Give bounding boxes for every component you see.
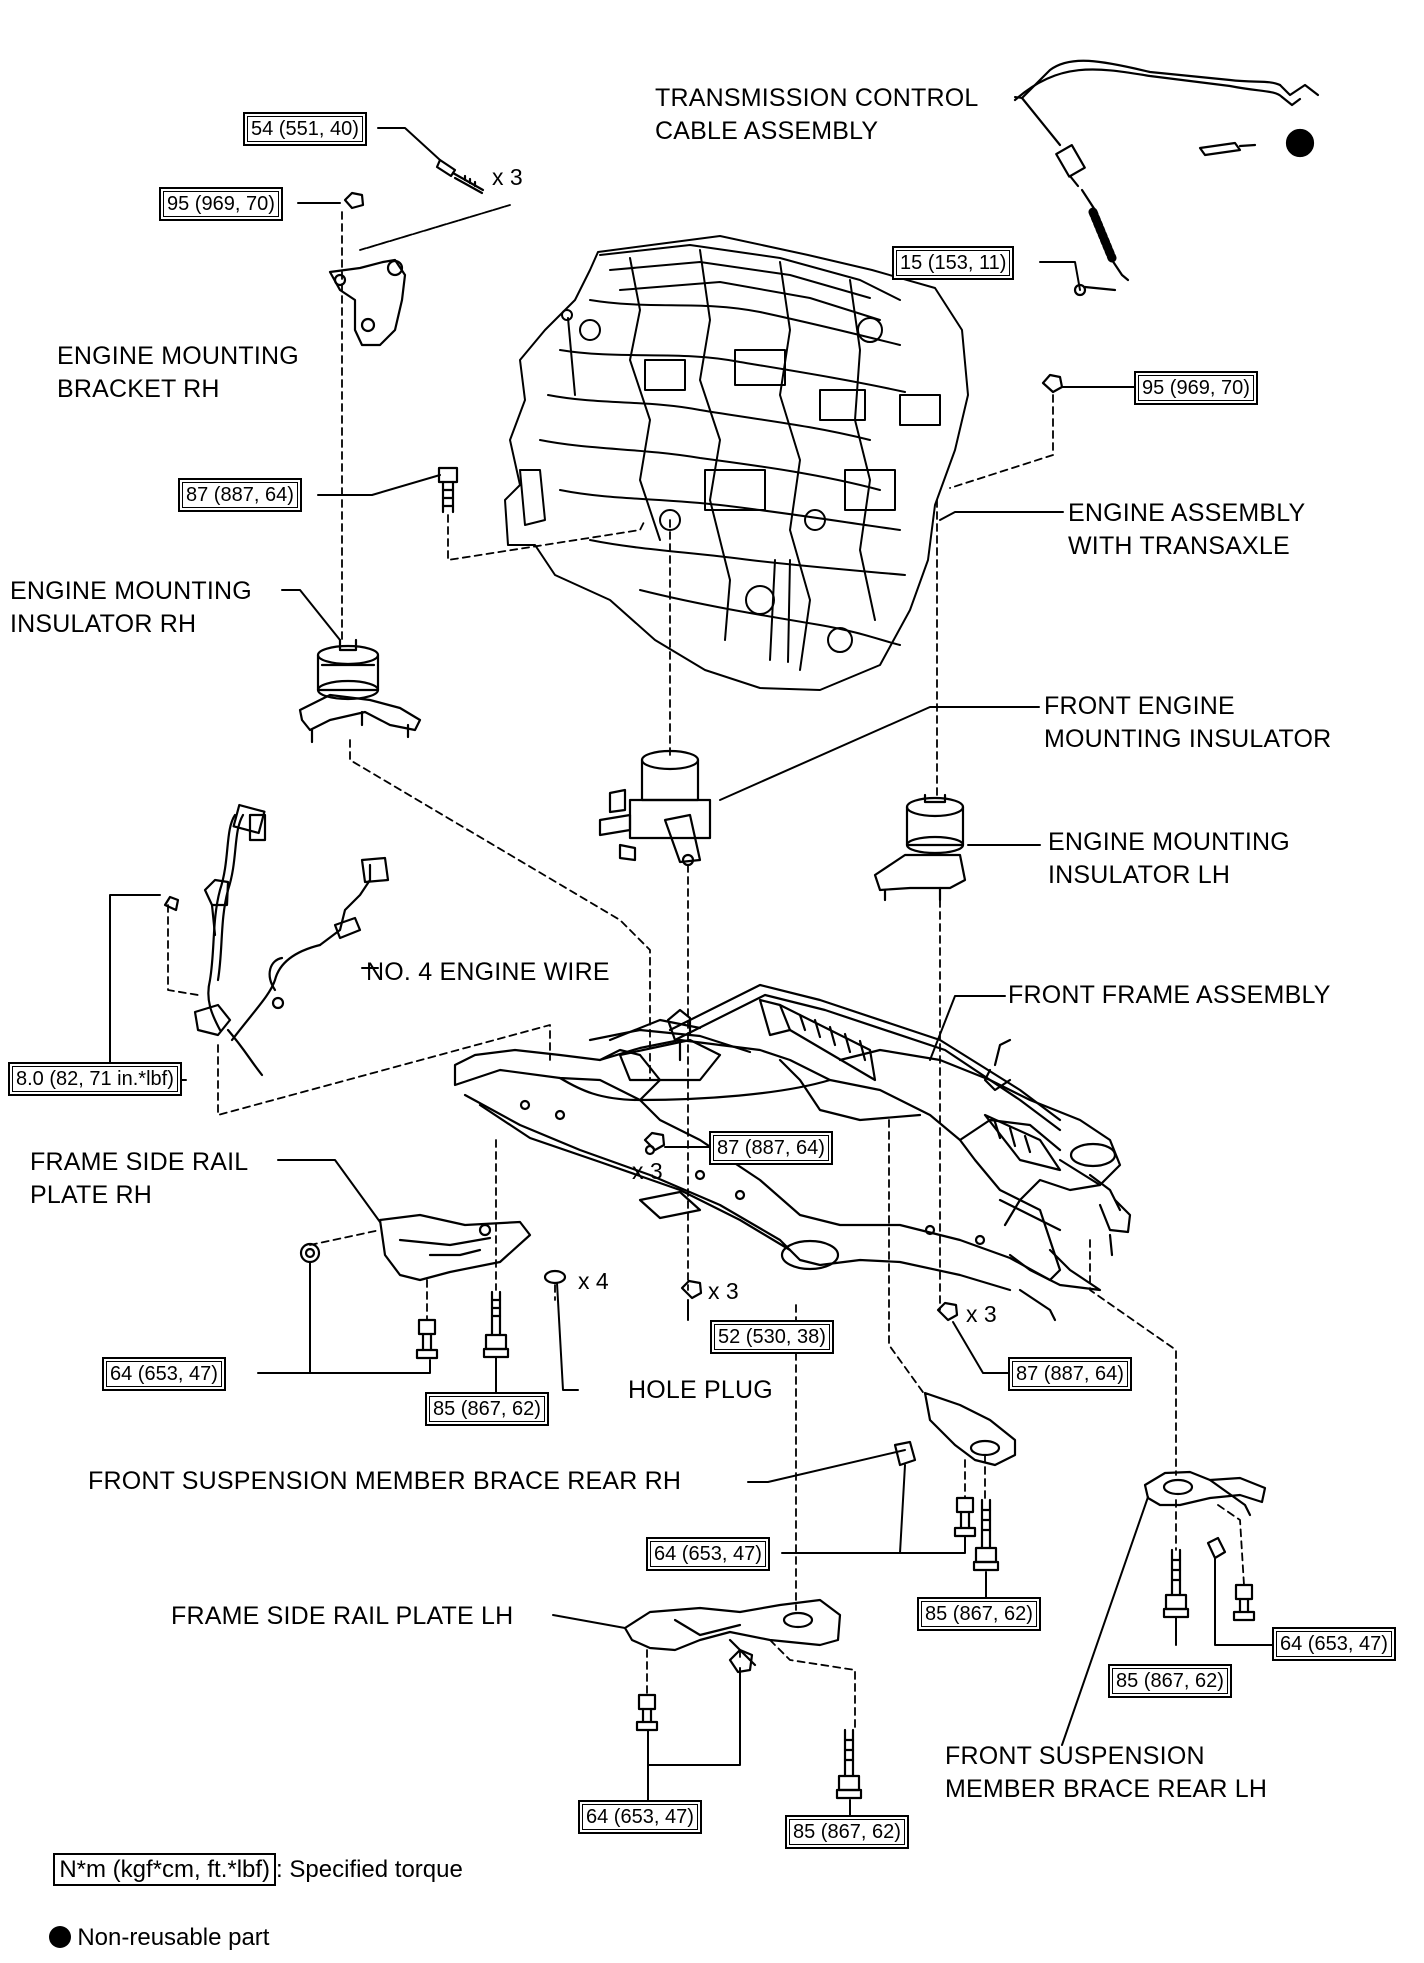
nut-95-lh-drawing [1041,373,1064,394]
torque-value: 87 (887, 64) [1016,1363,1124,1385]
label-hole-plug: HOLE PLUG [628,1376,773,1404]
engine-assembly-drawing [504,235,969,691]
torque-value: 85 (867, 62) [925,1603,1033,1625]
label-front-suspension-member-brace-rear-lh: FRONT SUSPENSION MEMBER BRACE REAR LH [945,1742,1268,1803]
hole-plug-drawing [543,1269,567,1285]
torque-value: 15 (153, 11) [900,252,1007,274]
non-reusable-dot-icon [49,1926,72,1948]
torque-value: 64 (653, 47) [654,1543,762,1565]
front-insulator-drawing [598,749,712,867]
bracket-rh-drawing [328,191,407,347]
torque-value: 95 (969, 70) [167,193,275,215]
torque-spec-52: 52 (530, 38) [710,1320,834,1354]
engine-wire-drawing [163,803,390,1077]
torque-value: 8.0 (82, 71 in.*lbf) [16,1068,174,1090]
torque-spec-64-brace-lh: 64 (653, 47) [1272,1627,1396,1661]
torque-value: 85 (867, 62) [793,1821,901,1843]
insulator-rh-drawing [298,638,422,744]
torque-value: 64 (653, 47) [586,1806,694,1828]
rail-plate-rh-drawing [299,1213,532,1282]
quantity-nut-87-lh: x 3 [966,1301,997,1327]
label-no4-engine-wire: NO. 4 ENGINE WIRE [366,958,610,986]
torque-spec-64-brace-rh: 64 (653, 47) [646,1537,770,1571]
torque-value: 87 (887, 64) [717,1137,825,1159]
torque-spec-87-bolt: 87 (887, 64) [178,478,302,512]
bolts-rh-drawing [415,1290,510,1360]
torque-spec-95-rh: 95 (969, 70) [159,187,283,221]
torque-value: 85 (867, 62) [1116,1670,1224,1692]
label-front-suspension-member-brace-rear-rh: FRONT SUSPENSION MEMBER BRACE REAR RH [88,1467,682,1495]
torque-spec-95-lh: 95 (969, 70) [1134,371,1258,405]
label-engine-mounting-insulator-rh: ENGINE MOUNTING INSULATOR RH [10,577,252,638]
label-engine-mounting-bracket-rh: ENGINE MOUNTING BRACKET RH [57,342,299,403]
label-front-frame-assembly: FRONT FRAME ASSEMBLY [1008,981,1331,1009]
rail-plate-lh-drawing [623,1598,863,1800]
torque-spec-54: 54 (551, 40) [243,112,367,146]
torque-value: 54 (551, 40) [251,118,359,140]
torque-value: 87 (887, 64) [186,484,294,506]
torque-value: 64 (653, 47) [1280,1633,1388,1655]
brace-rear-lh-drawing [1143,1470,1267,1622]
leader-lines [109,96,1273,1816]
alignment-lines [167,204,1245,1731]
brace-rear-rh-drawing [893,1391,1017,1572]
torque-spec-85-rail-lh: 85 (867, 62) [785,1815,909,1849]
torque-spec-85-brace-rh: 85 (867, 62) [917,1597,1041,1631]
label-engine-mounting-insulator-lh: ENGINE MOUNTING INSULATOR LH [1048,828,1290,889]
torque-spec-87-frame: 87 (887, 64) [709,1131,833,1165]
torque-value: 85 (867, 62) [433,1398,541,1420]
legend-nonreusable-text: Non-reusable part [77,1924,270,1951]
quantity-nut-52: x 3 [708,1278,739,1304]
bolt-54-drawing [435,158,485,195]
frame-nuts-drawing [643,1131,959,1322]
quantity-frame-nut: x 3 [632,1158,663,1184]
torque-spec-85-rail-rh: 85 (867, 62) [425,1392,549,1426]
transmission-cable-drawing [1013,59,1320,297]
torque-spec-85-brace-lh: 85 (867, 62) [1108,1664,1232,1698]
bolt-87-top-drawing [437,466,459,514]
label-engine-assembly-with-transaxle: ENGINE ASSEMBLY WITH TRANSAXLE [1068,499,1306,560]
torque-spec-64-rail-rh: 64 (653, 47) [102,1357,226,1391]
torque-value: 64 (653, 47) [110,1363,218,1385]
torque-spec-15: 15 (153, 11) [892,246,1015,280]
legend-specified-torque: N*m (kgf*cm, ft.*lbf): Specified torque [40,1828,463,1886]
quantity-bolt-54: x 3 [492,164,523,190]
insulator-lh-drawing [873,793,967,902]
legend-non-reusable: Non-reusable part [36,1896,269,1952]
label-frame-side-rail-plate-lh: FRAME SIDE RAIL PLATE LH [171,1602,514,1630]
torque-spec-8-wire: 8.0 (82, 71 in.*lbf) [8,1062,182,1096]
torque-spec-87-lh-nut: 87 (887, 64) [1008,1357,1132,1391]
label-frame-side-rail-plate-rh: FRAME SIDE RAIL PLATE RH [30,1148,249,1209]
legend-torque-text: : Specified torque [276,1856,463,1883]
torque-spec-64-rail-lh: 64 (653, 47) [578,1800,702,1834]
torque-value: 95 (969, 70) [1142,377,1250,399]
label-transmission-control-cable: TRANSMISSION CONTROL CABLE ASSEMBLY [655,84,979,145]
torque-value: 52 (530, 38) [718,1326,826,1348]
quantity-hole-plug: x 4 [578,1268,609,1294]
label-front-engine-mounting-insulator: FRONT ENGINE MOUNTING INSULATOR [1044,692,1332,753]
legend-torque-unit: N*m (kgf*cm, ft.*lbf) [53,1853,277,1886]
